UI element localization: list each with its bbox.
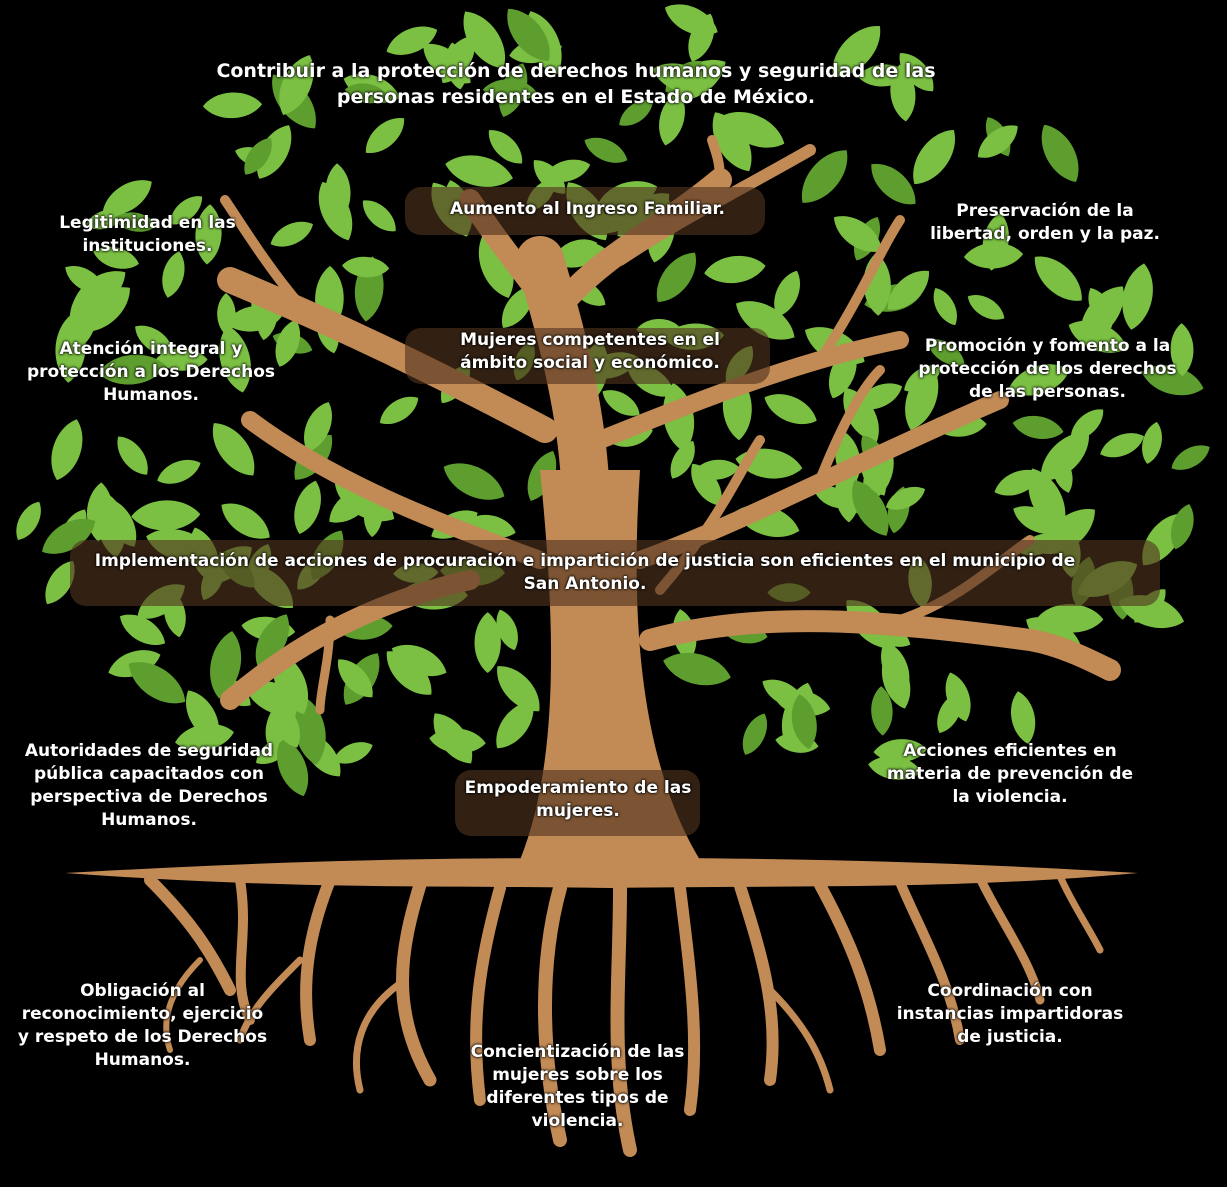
leaf-icon bbox=[1138, 419, 1166, 467]
leaf-icon bbox=[759, 386, 822, 433]
leaf-icon bbox=[130, 499, 201, 532]
leaf-icon bbox=[109, 430, 156, 481]
leaf-icon bbox=[1031, 117, 1089, 189]
label-autoridades: Autoridades de seguridad pública capacit… bbox=[24, 741, 274, 830]
band-empoderamiento bbox=[455, 770, 700, 836]
leaf-icon bbox=[1166, 438, 1215, 477]
leaf-icon bbox=[902, 121, 966, 193]
band-purpose bbox=[70, 540, 1160, 606]
label-empoderamiento: Empoderamiento de las mujeres. bbox=[464, 778, 692, 821]
leaf-icon bbox=[356, 193, 403, 239]
label-ingreso: Aumento al Ingreso Familiar. bbox=[450, 199, 725, 219]
label-legitimidad: Legitimidad en las instituciones. bbox=[59, 213, 236, 256]
leaf-icon bbox=[358, 109, 412, 162]
band-ingreso bbox=[405, 187, 765, 235]
label-acciones: Acciones eficientes en materia de preven… bbox=[886, 741, 1134, 807]
leaf-icon bbox=[659, 646, 735, 693]
leaf-icon bbox=[927, 283, 964, 330]
label-mujeres-competentes: Mujeres competentes en el ámbito social … bbox=[460, 330, 720, 373]
leaf-icon bbox=[1096, 426, 1148, 464]
leaf-icon bbox=[437, 453, 511, 510]
leaf-icon bbox=[287, 477, 328, 538]
leaf-icon bbox=[1025, 246, 1092, 311]
leaf-icon bbox=[1006, 689, 1040, 747]
label-concientizacion: Concientización de las mujeres sobre los… bbox=[470, 1042, 685, 1131]
leaf-icon bbox=[341, 255, 390, 279]
band-mujeres-competentes bbox=[405, 328, 770, 384]
label-obligacion: Obligación al reconocimiento, ejercicio … bbox=[17, 981, 268, 1070]
leaf-icon bbox=[43, 415, 90, 485]
leaf-icon bbox=[736, 709, 774, 760]
goal-text: Contribuir a la protección de derechos h… bbox=[216, 60, 936, 108]
label-promocion: Promoción y fomento a la protección de l… bbox=[918, 336, 1177, 402]
label-coordinacion: Coordinación con instancias impartidoras… bbox=[896, 981, 1124, 1047]
leaf-icon bbox=[1010, 411, 1066, 443]
purpose-text: Implementación de acciones de procuració… bbox=[94, 551, 1076, 594]
leaf-icon bbox=[963, 288, 1010, 327]
leaf-icon bbox=[266, 215, 318, 254]
leaf-icon bbox=[153, 453, 205, 490]
leaf-icon bbox=[374, 389, 424, 432]
leaf-icon bbox=[9, 497, 48, 545]
label-atencion: Atención integral y protección a los Der… bbox=[26, 339, 276, 405]
leaf-icon bbox=[702, 252, 768, 287]
tree-roots bbox=[65, 858, 1138, 1157]
label-preservacion: Preservación de la libertad, orden y la … bbox=[930, 201, 1160, 244]
